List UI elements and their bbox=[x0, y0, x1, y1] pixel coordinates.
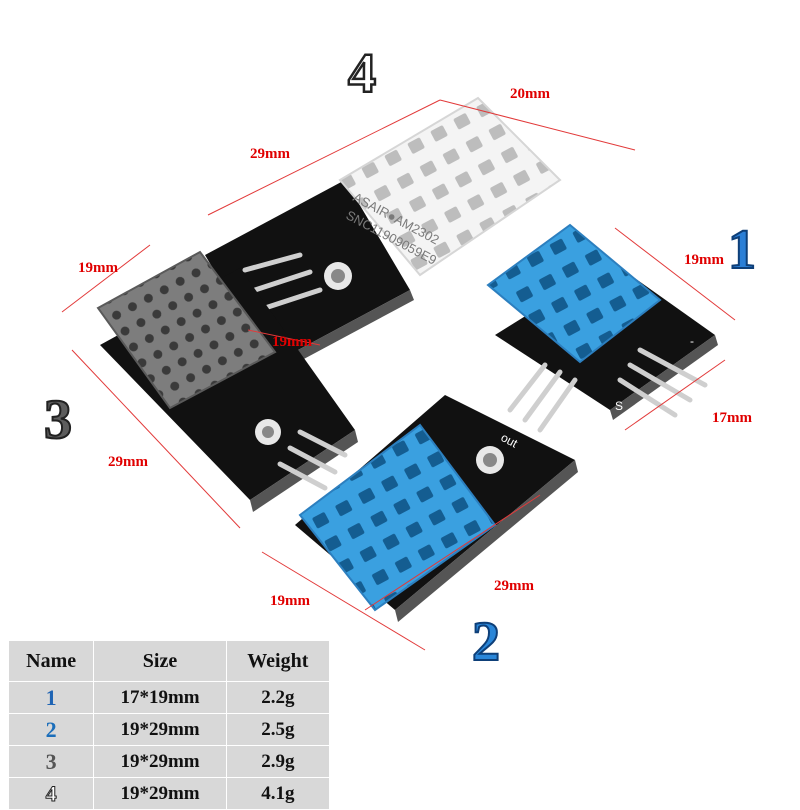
index-number-3: 3 bbox=[44, 389, 72, 451]
module-1-sensor-body bbox=[486, 223, 662, 364]
module-4-sensor-body bbox=[338, 96, 562, 277]
header-name: Name bbox=[7, 640, 95, 682]
dim-left-width: 19mm bbox=[78, 260, 118, 276]
index-number-1: 1 bbox=[728, 219, 756, 281]
module-3-grey bbox=[96, 250, 358, 512]
table-row: 1 17*19mm 2.2g bbox=[7, 681, 331, 714]
row-weight: 2.9g bbox=[225, 745, 331, 778]
module-2-pins bbox=[507, 362, 578, 433]
row-weight: 2.2g bbox=[225, 681, 331, 714]
row-size: 17*19mm bbox=[93, 681, 227, 714]
sensor-modules-illustration: ASAIR●AM2302 SNC11909059E9 - S bbox=[43, 42, 757, 674]
module-4-pins bbox=[242, 252, 323, 311]
s-silk: S bbox=[615, 399, 623, 413]
row-size: 19*29mm bbox=[93, 713, 227, 746]
spec-table-header: Name Size Weight bbox=[7, 640, 331, 682]
module-3-sensor-body bbox=[96, 250, 277, 410]
dim-top-length: 29mm bbox=[250, 146, 290, 162]
row-name: 2 bbox=[45, 716, 57, 742]
index-number-2: 2 bbox=[472, 611, 500, 673]
row-name: 4 bbox=[45, 780, 57, 806]
header-size: Size bbox=[93, 640, 227, 682]
dim-bottom-width: 19mm bbox=[270, 593, 310, 609]
dim-top-width: 20mm bbox=[510, 86, 550, 102]
row-size: 19*29mm bbox=[93, 777, 227, 810]
row-name: 3 bbox=[45, 748, 57, 774]
spec-table: Name Size Weight 1 17*19mm 2.2g 2 19*29m… bbox=[7, 640, 331, 810]
minus-silk: - bbox=[690, 334, 694, 348]
row-weight: 2.5g bbox=[225, 713, 331, 746]
dim-left-length: 29mm bbox=[108, 454, 148, 470]
module-1-blue: - S bbox=[486, 223, 718, 420]
table-row: 4 19*29mm 4.1g bbox=[7, 777, 331, 810]
module-1-pins bbox=[617, 347, 708, 418]
dim-top-pin: 19mm bbox=[272, 334, 312, 350]
module-3-pins bbox=[277, 429, 348, 491]
plus-silk: + bbox=[544, 434, 551, 448]
module-2-blue: out + bbox=[295, 362, 578, 622]
row-size: 19*29mm bbox=[93, 745, 227, 778]
table-row: 3 19*29mm 2.9g bbox=[7, 745, 331, 778]
dimension-lines bbox=[61, 99, 736, 651]
header-weight: Weight bbox=[225, 640, 331, 682]
row-weight: 4.1g bbox=[225, 777, 331, 810]
dim-bottom-length: 29mm bbox=[494, 578, 534, 594]
row-name: 1 bbox=[45, 684, 57, 710]
dim-right-width: 19mm bbox=[684, 252, 724, 268]
index-number-4: 4 bbox=[348, 43, 376, 105]
dim-right-length: 17mm bbox=[712, 410, 752, 426]
table-row: 2 19*29mm 2.5g bbox=[7, 713, 331, 746]
